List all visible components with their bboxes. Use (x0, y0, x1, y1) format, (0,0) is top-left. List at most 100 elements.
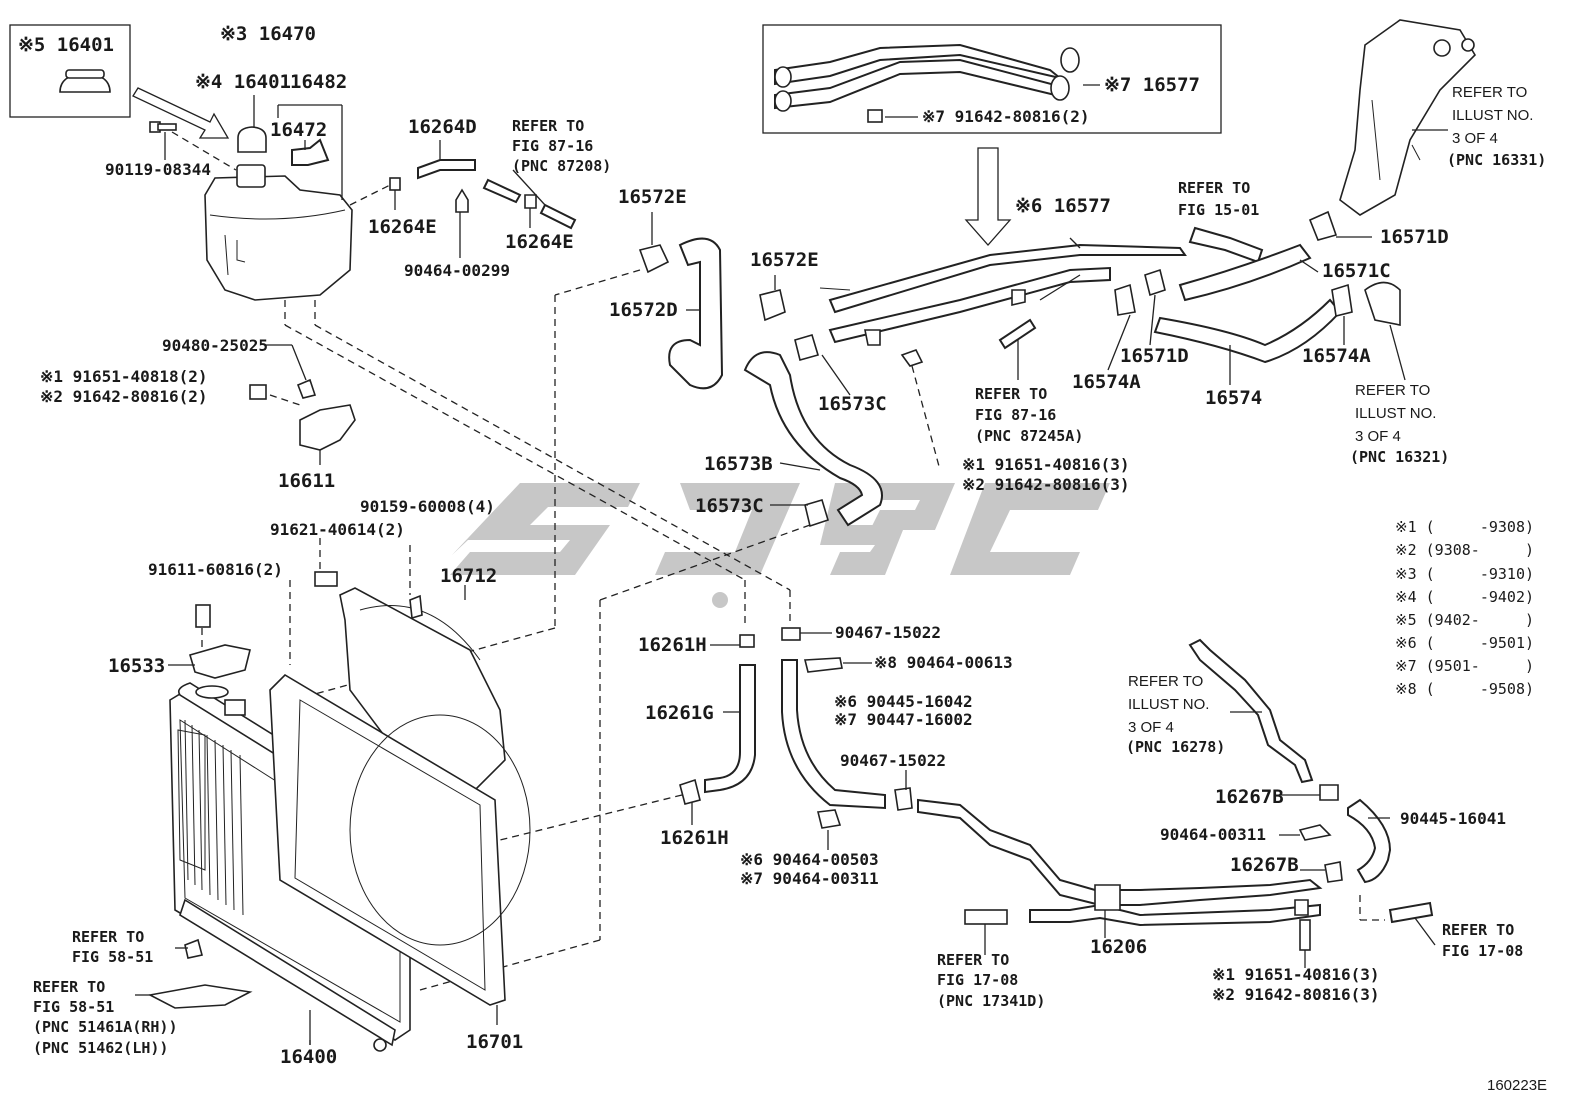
label-90445-16041: 90445-16041 (1400, 809, 1506, 828)
inset-box-pipe (762, 24, 1222, 134)
note-2: ※2 (9308- ) (1395, 541, 1534, 559)
svg-text:FIG 58-51: FIG 58-51 (33, 998, 114, 1016)
note-3: ※3 ( -9310) (1395, 565, 1534, 583)
label-16267B-b: 16267B (1230, 854, 1299, 876)
bypass-hoses-drawing (1114, 210, 1401, 364)
illustration-id: 160223E (1487, 1077, 1547, 1094)
ref-illust-16331: REFER TO ILLUST NO. 3 OF 4 (PNC 16331) (1447, 84, 1546, 169)
label-16206: 16206 (1090, 936, 1147, 958)
label-16577: ※6 16577 (1015, 195, 1111, 217)
label-91651-40818: ※1 91651-40818(2) (40, 367, 208, 386)
label-16400: 16400 (280, 1046, 337, 1068)
hose-16572D-drawing (638, 237, 724, 390)
svg-text:ILLUST NO.: ILLUST NO. (1452, 107, 1533, 124)
label-16264E-b: 16264E (505, 231, 574, 253)
reservoir-tank-drawing (149, 121, 353, 301)
label-16571D-a: 16571D (1380, 226, 1449, 248)
label-16701: 16701 (466, 1031, 523, 1053)
label-16533: 16533 (108, 655, 165, 677)
ref-fig-58-51-a: REFER TO FIG 58-51 (72, 928, 153, 966)
svg-text:(PNC 51462(LH)): (PNC 51462(LH)) (33, 1039, 168, 1057)
label-90159-60008: 90159-60008(4) (360, 497, 495, 516)
svg-text:REFER TO: REFER TO (33, 978, 105, 996)
label-16571C: 16571C (1322, 260, 1391, 282)
ref-fig-17-08-a: REFER TO FIG 17-08 (1442, 921, 1523, 960)
water-pipe-drawing (819, 243, 1187, 367)
label-90467-15022-a: 90467-15022 (835, 623, 941, 642)
heater-hose-drawing (781, 638, 1434, 951)
label-16574A-b: 16574A (1302, 345, 1371, 367)
svg-text:(PNC 51461A(RH)): (PNC 51461A(RH)) (33, 1018, 178, 1036)
label-16573C-a: 16573C (818, 393, 887, 415)
svg-text:REFER TO: REFER TO (1355, 382, 1430, 399)
label-91642-box: ※7 91642-80816(2) (922, 107, 1090, 126)
label-90467-15022-b: 90467-15022 (840, 751, 946, 770)
label-16472: 16472 (270, 119, 327, 141)
label-16573C-b: 16573C (695, 495, 764, 517)
label-16482: 16482 (290, 71, 347, 93)
ref-fig-87-16-b: REFER TO FIG 87-16 (PNC 87245A) (975, 385, 1083, 445)
label-91642-80816-b: ※2 91642-80816(3) (962, 475, 1130, 494)
label-90464-00613: ※8 90464-00613 (874, 653, 1013, 672)
svg-text:FIG 17-08: FIG 17-08 (1442, 942, 1523, 960)
svg-text:(PNC 87208): (PNC 87208) (512, 157, 611, 175)
note-4: ※4 ( -9402) (1395, 588, 1534, 606)
label-90464-00299: 90464-00299 (404, 261, 510, 280)
label-16401: ※4 16401 (195, 71, 291, 93)
label-16577-box: ※7 16577 (1104, 74, 1200, 96)
overflow-hose-drawing (389, 159, 577, 230)
svg-text:REFER TO: REFER TO (512, 117, 584, 135)
label-16261H-a: 16261H (638, 634, 707, 656)
label-16267B-a: 16267B (1215, 786, 1284, 808)
label-16572E-b: 16572E (750, 249, 819, 271)
note-5: ※5 (9402- ) (1395, 611, 1534, 629)
fan-shroud-drawing (147, 571, 531, 1009)
svg-text:FIG 15-01: FIG 15-01 (1178, 201, 1259, 219)
label-16611: 16611 (278, 470, 335, 492)
note-7: ※7 (9501- ) (1395, 657, 1534, 675)
svg-text:REFER TO: REFER TO (975, 385, 1047, 403)
inset-box-cap (9, 24, 131, 118)
applicability-notes: ※1 ( -9308) ※2 (9308- ) ※3 ( -9310) ※4 (… (1395, 518, 1534, 698)
note-8: ※8 ( -9508) (1395, 680, 1534, 698)
svg-text:FIG 87-16: FIG 87-16 (975, 406, 1056, 424)
svg-text:(PNC 87245A): (PNC 87245A) (975, 427, 1083, 445)
svg-text:(PNC 17341D): (PNC 17341D) (937, 992, 1045, 1010)
svg-text:FIG 58-51: FIG 58-51 (72, 948, 153, 966)
ref-fig-17-08-b: REFER TO FIG 17-08 (PNC 17341D) (937, 951, 1045, 1010)
watermark-logo (450, 483, 1110, 608)
label-16470: ※3 16470 (220, 23, 316, 45)
label-90464-00503: ※6 90464-00503 (740, 850, 879, 869)
note-6: ※6 ( -9501) (1395, 634, 1534, 652)
svg-text:3 OF 4: 3 OF 4 (1128, 719, 1174, 736)
ref-illust-16278: REFER TO ILLUST NO. 3 OF 4 (PNC 16278) (1126, 673, 1225, 756)
svg-text:REFER TO: REFER TO (1178, 179, 1250, 197)
svg-text:FIG 87-16: FIG 87-16 (512, 137, 593, 155)
label-90119-08344: 90119-08344 (105, 160, 211, 179)
svg-text:(PNC 16278): (PNC 16278) (1126, 738, 1225, 756)
label-16712: 16712 (440, 565, 497, 587)
label-91651-40816-c: ※1 91651-40816(3) (1212, 965, 1380, 984)
label-16264E-a: 16264E (368, 216, 437, 238)
note-1: ※1 ( -9308) (1395, 518, 1534, 536)
svg-text:REFER TO: REFER TO (1442, 921, 1514, 939)
svg-text:(PNC 16321): (PNC 16321) (1350, 448, 1449, 466)
label-90480-25025: 90480-25025 (162, 336, 268, 355)
label-16264D: 16264D (408, 116, 477, 138)
svg-text:ILLUST NO.: ILLUST NO. (1128, 696, 1209, 713)
label-91651-40816-b: ※1 91651-40816(3) (962, 455, 1130, 474)
label-16574A-a: 16574A (1072, 371, 1141, 393)
svg-text:REFER TO: REFER TO (937, 951, 1009, 969)
ref-illust-16321: REFER TO ILLUST NO. 3 OF 4 (PNC 16321) (1350, 382, 1449, 466)
label-16261G: 16261G (645, 702, 714, 724)
svg-text:3 OF 4: 3 OF 4 (1355, 428, 1401, 445)
label-91621-40614: 91621-40614(2) (270, 520, 405, 539)
svg-text:ILLUST NO.: ILLUST NO. (1355, 405, 1436, 422)
ref-fig-15-01: REFER TO FIG 15-01 (1178, 179, 1259, 219)
label-91642-80816-c: ※2 91642-80816(3) (1212, 985, 1380, 1004)
ref-fig-87-16-a: REFER TO FIG 87-16 (PNC 87208) (512, 117, 611, 175)
label-91611-60816: 91611-60816(2) (148, 560, 283, 579)
label-90464-00311-a: ※7 90464-00311 (740, 869, 879, 888)
label-91642-80816-a: ※2 91642-80816(2) (40, 387, 208, 406)
